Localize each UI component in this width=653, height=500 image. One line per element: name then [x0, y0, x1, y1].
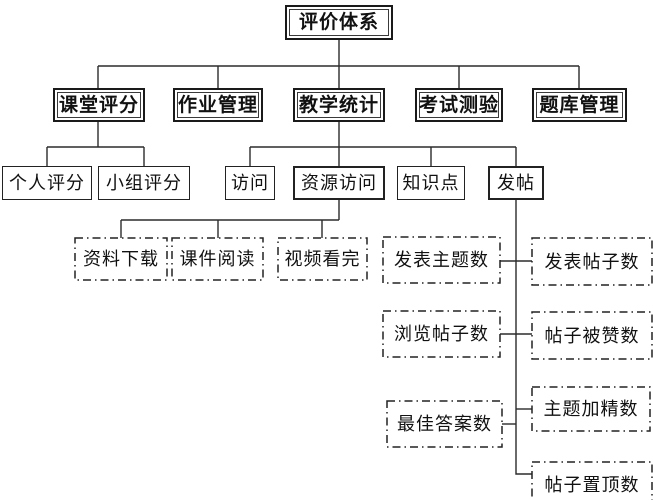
node-posting: 发帖	[488, 166, 544, 200]
node-visits: 访问	[225, 166, 275, 200]
node-topics-featured-count: 主题加精数	[543, 399, 639, 419]
node-courseware-reading: 课件阅读	[179, 249, 256, 269]
node-teaching-statistics: 教学统计	[293, 88, 385, 122]
node-classroom-scoring: 课堂评分	[53, 88, 145, 122]
node-evaluation-system: 评价体系	[285, 5, 393, 40]
node-knowledge-points: 知识点	[397, 166, 465, 200]
node-posts-liked-count: 帖子被赞数	[544, 325, 640, 346]
dash-dot-box-outlines	[74, 236, 653, 500]
node-homework-management: 作业管理	[173, 88, 263, 122]
node-posts-pinned-count: 帖子置顶数	[544, 475, 640, 495]
node-video-watched: 视频看完	[284, 249, 361, 269]
node-material-download: 资料下载	[83, 249, 159, 269]
node-exam-test: 考试测验	[415, 88, 503, 122]
node-question-bank: 题库管理	[532, 88, 627, 122]
node-personal-score: 个人评分	[2, 166, 92, 200]
node-resource-access: 资源访问	[293, 166, 385, 200]
tree-edges	[46, 40, 580, 475]
node-best-answers-count: 最佳答案数	[397, 414, 492, 434]
node-posts-viewed-count: 浏览帖子数	[394, 324, 489, 344]
node-topics-posted-count: 发表主题数	[394, 250, 489, 270]
node-posts-published-count: 发表帖子数	[544, 251, 640, 272]
node-group-score: 小组评分	[98, 166, 190, 200]
